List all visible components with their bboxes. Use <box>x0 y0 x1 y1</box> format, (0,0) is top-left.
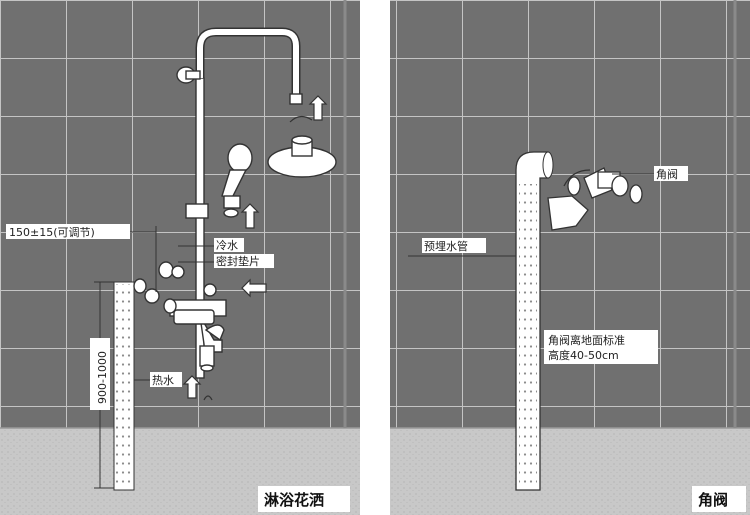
spacing-callout <box>6 224 157 292</box>
right-panel-title: 角阀 <box>698 491 728 509</box>
embedded-pipe-callout <box>408 238 516 257</box>
embedded-pipe-right <box>515 151 554 491</box>
height-range-label: 900-1000 <box>96 351 109 404</box>
panel-divider <box>360 0 390 515</box>
angle-valve <box>547 167 643 231</box>
cold-water-callout <box>178 238 274 268</box>
cold-water-label: 冷水 <box>216 239 238 252</box>
standard-note-line2: 高度40-50cm <box>548 348 619 362</box>
overhead-shower-head <box>267 135 337 178</box>
standard-note-bg <box>544 330 658 364</box>
hot-water-callout <box>134 372 182 387</box>
assembly-arrows <box>182 95 328 401</box>
left-title-bg <box>258 486 350 512</box>
embedded-pipe-left <box>113 281 135 491</box>
standard-note-line1: 角阀离地面标准 <box>548 333 625 347</box>
floor-right <box>390 428 750 515</box>
right-title-bg <box>692 486 746 512</box>
right-panel: 角阀 预埋水管 角阀离地面标准 高度40-50cm 角阀 <box>390 0 750 515</box>
left-panel: 900-1000 150±15(可调节) 冷水 密封垫片 热水 淋浴花洒 <box>0 0 360 515</box>
left-panel-title: 淋浴花洒 <box>264 491 324 509</box>
height-dimension <box>90 281 132 489</box>
seal-gasket-label: 密封垫片 <box>216 254 260 268</box>
shower-column <box>133 27 337 379</box>
spacing-label: 150±15(可调节) <box>9 226 95 239</box>
angle-valve-label: 角阀 <box>656 167 678 181</box>
angle-valve-callout <box>612 166 688 181</box>
hot-water-label: 热水 <box>152 374 174 387</box>
embedded-pipe-label: 预埋水管 <box>424 239 468 253</box>
